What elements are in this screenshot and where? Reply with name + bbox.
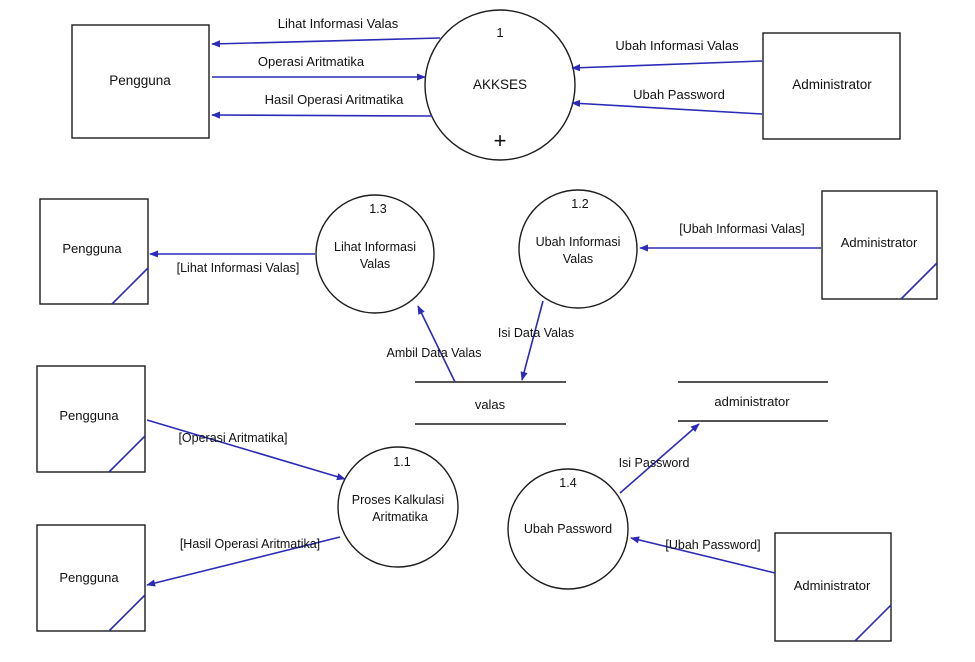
flow-ubah-informasi-valas xyxy=(571,60,763,72)
flow-l1-operasi-aritmatika-label: [Operasi Aritmatika] xyxy=(178,431,287,445)
process-1-3-name-line1: Lihat Informasi xyxy=(334,240,416,254)
flow-l1-isi-password-label: Isi Password xyxy=(619,456,690,470)
flow-l1-hasil-operasi-aritmatika-label: [Hasil Operasi Aritmatika] xyxy=(180,537,320,551)
flow-ubah-password xyxy=(571,99,763,115)
flow-l1-hasil-operasi-aritmatika xyxy=(146,536,341,587)
flow-ubah-informasi-valas-label: Ubah Informasi Valas xyxy=(615,38,739,53)
process-1-1-name-line1: Proses Kalkulasi xyxy=(352,493,444,507)
flow-operasi-aritmatika-label: Operasi Aritmatika xyxy=(258,54,365,69)
entity-administrator-2[interactable] xyxy=(774,532,892,642)
entity-pengguna-context[interactable] xyxy=(71,24,210,139)
process-1-2-ubah-informasi-valas[interactable] xyxy=(518,189,638,309)
flow-l1-ambil-data-valas xyxy=(417,305,456,383)
entity-pengguna-3-corner xyxy=(108,594,146,632)
flow-l1-lihat-informasi-valas-label: [Lihat Informasi Valas] xyxy=(177,261,300,275)
entity-pengguna-2-label: Pengguna xyxy=(59,408,119,423)
flow-l1-ambil-data-valas-label: Ambil Data Valas xyxy=(387,346,482,360)
flow-lihat-informasi-valas-label: Lihat Informasi Valas xyxy=(278,16,399,31)
process-1-3-name-line2: Valas xyxy=(360,257,390,271)
flow-hasil-operasi-aritmatika-label: Hasil Operasi Aritmatika xyxy=(265,92,404,107)
entity-administrator-context[interactable] xyxy=(762,32,901,140)
flow-l1-isi-data-valas-label: Isi Data Valas xyxy=(498,326,574,340)
process-1-4-ubah-password[interactable] xyxy=(507,468,629,590)
entity-pengguna-2-corner xyxy=(108,435,146,473)
entity-pengguna-context-label: Pengguna xyxy=(109,73,171,88)
store-administrator-label: administrator xyxy=(714,394,790,409)
process-1-1-number: 1.1 xyxy=(393,455,410,469)
flow-l1-ubah-informasi-valas-label: [Ubah Informasi Valas] xyxy=(679,222,805,236)
context-level: Pengguna Administrator 1 AKKSES + Lihat … xyxy=(71,9,901,161)
flow-l1-ubah-password xyxy=(630,536,776,574)
process-1-4-number: 1.4 xyxy=(559,476,576,490)
entity-administrator-1-corner xyxy=(900,262,938,300)
process-1-2-number: 1.2 xyxy=(571,197,588,211)
process-akkses[interactable] xyxy=(424,9,576,161)
flow-ubah-password-label: Ubah Password xyxy=(633,87,725,102)
flow-l1-isi-data-valas xyxy=(520,300,544,381)
entity-pengguna-1-corner xyxy=(111,267,149,305)
entity-administrator-2-corner xyxy=(854,604,892,642)
process-akkses-plus: + xyxy=(494,128,507,153)
flow-l1-ubah-password-label: [Ubah Password] xyxy=(665,538,760,552)
process-akkses-number: 1 xyxy=(496,25,503,40)
entity-administrator-2-label: Administrator xyxy=(794,578,871,593)
process-1-1-proses-kalkulasi-aritmatika[interactable] xyxy=(337,446,459,568)
flow-hasil-operasi-aritmatika xyxy=(211,111,433,119)
process-1-2-name-line1: Ubah Informasi xyxy=(536,235,621,249)
flow-lihat-informasi-valas xyxy=(211,37,441,48)
level-1: Pengguna Pengguna Pengguna Administrator… xyxy=(36,189,938,642)
process-1-4-name-line1: Ubah Password xyxy=(524,522,612,536)
process-1-1-name-line2: Aritmatika xyxy=(372,510,428,524)
entity-administrator-1[interactable] xyxy=(821,190,938,300)
store-valas-label: valas xyxy=(475,397,506,412)
entity-pengguna-3-label: Pengguna xyxy=(59,570,119,585)
process-1-3-number: 1.3 xyxy=(369,202,386,216)
entity-administrator-1-label: Administrator xyxy=(841,235,918,250)
flow-l1-operasi-aritmatika xyxy=(146,419,346,481)
process-1-3-lihat-informasi-valas[interactable] xyxy=(315,194,435,314)
entity-administrator-context-label: Administrator xyxy=(792,77,872,92)
entity-pengguna-1-label: Pengguna xyxy=(62,241,122,256)
process-akkses-name: AKKSES xyxy=(473,77,527,92)
process-1-2-name-line2: Valas xyxy=(563,252,593,266)
flow-l1-isi-password xyxy=(619,423,700,494)
